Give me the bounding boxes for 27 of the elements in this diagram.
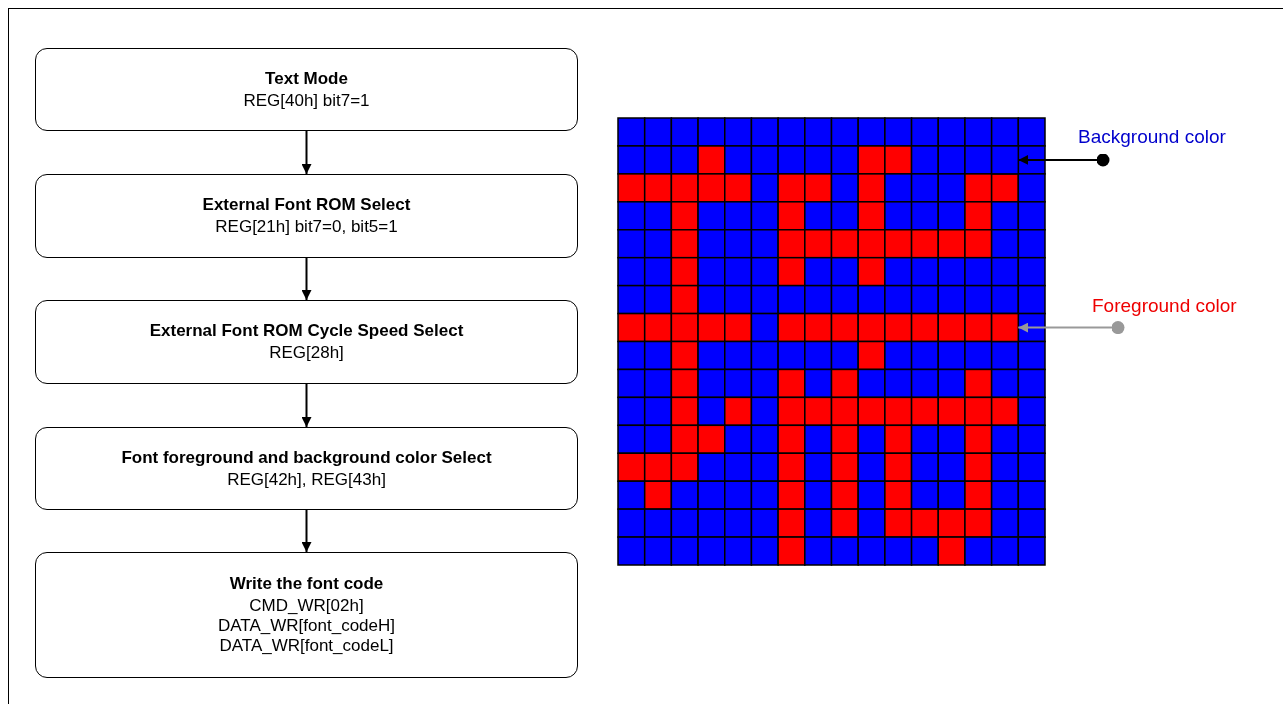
register-setting: REG[42h], REG[43h] [227,469,386,490]
register-setting: CMD_WR[02h] [249,596,364,616]
step-title: External Font ROM Cycle Speed Select [149,321,464,341]
grid-cell [990,145,1020,175]
step-title: Write the font code [229,574,384,594]
leader-arrow [1017,321,1125,335]
process-box [35,300,578,384]
register-setting: DATA_WR[font_codeH] [218,616,395,636]
arrow [301,383,312,428]
process-box [35,552,578,678]
callout-label: Background color [1078,126,1226,147]
arrow [301,257,312,301]
leader-arrow [1017,153,1110,167]
step-title: Font foreground and background color Select [121,447,492,468]
arrow [301,509,312,553]
register-setting: REG[21h] bit7=0, bit5=1 [215,217,398,237]
process-box [35,48,578,131]
arrow [301,130,312,175]
step-title: Text Mode [265,68,348,89]
register-setting: REG[40h] bit7=1 [243,90,370,111]
register-setting: REG[28h] [269,343,344,363]
register-setting: DATA_WR[font_codeL] [219,636,394,656]
grid-cell [990,312,1020,343]
callout-label: Foreground color [1092,295,1237,316]
process-box [35,174,578,258]
step-title: External Font ROM Select [202,195,411,215]
process-box [35,427,578,510]
